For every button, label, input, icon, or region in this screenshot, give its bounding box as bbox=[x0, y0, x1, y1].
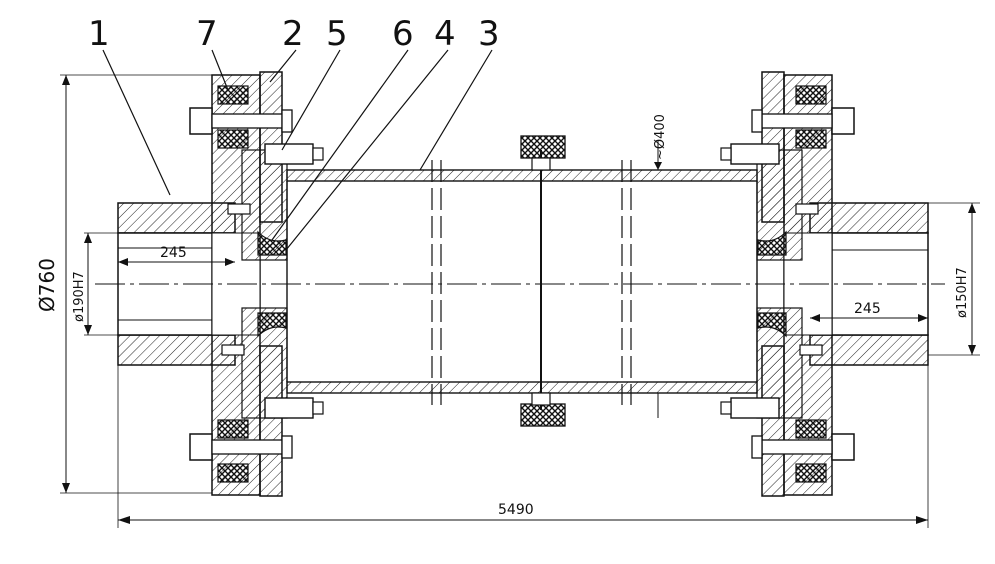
outer-diameter-label: Ø760 bbox=[35, 258, 59, 312]
hub-length-left-label: 245 bbox=[160, 245, 187, 261]
left-tube-bolts bbox=[264, 143, 324, 419]
right-gear-ring bbox=[757, 230, 787, 338]
right-pins bbox=[795, 203, 823, 356]
callout-7: 7 bbox=[196, 14, 218, 54]
callout-4: 4 bbox=[434, 14, 456, 54]
callout-leaders bbox=[102, 49, 493, 251]
hub-length-right-label: 245 bbox=[854, 301, 881, 317]
right-flange-bolts bbox=[751, 107, 855, 461]
left-flange-bolts bbox=[189, 107, 293, 461]
callout-3: 3 bbox=[478, 14, 500, 54]
bore-left-label: ø190H7 bbox=[72, 271, 87, 322]
tube-diameter-label: ~Ø400 bbox=[653, 114, 668, 160]
callout-2: 2 bbox=[282, 14, 304, 54]
bore-right-label: ø150H7 bbox=[955, 267, 970, 318]
intermediate-tube bbox=[286, 135, 758, 427]
right-tube-bolts bbox=[720, 143, 780, 419]
overall-length-label: 5490 bbox=[498, 502, 534, 518]
dimension-lines bbox=[60, 74, 980, 528]
left-gear-ring bbox=[257, 230, 287, 338]
left-pins bbox=[221, 203, 251, 356]
callout-6: 6 bbox=[392, 14, 414, 54]
callout-1: 1 bbox=[88, 14, 110, 54]
right-elastic-inserts bbox=[795, 85, 827, 483]
callout-5: 5 bbox=[326, 14, 348, 54]
callout-labels: 1 7 2 5 6 4 3 bbox=[88, 14, 500, 54]
left-elastic-inserts bbox=[217, 85, 249, 483]
